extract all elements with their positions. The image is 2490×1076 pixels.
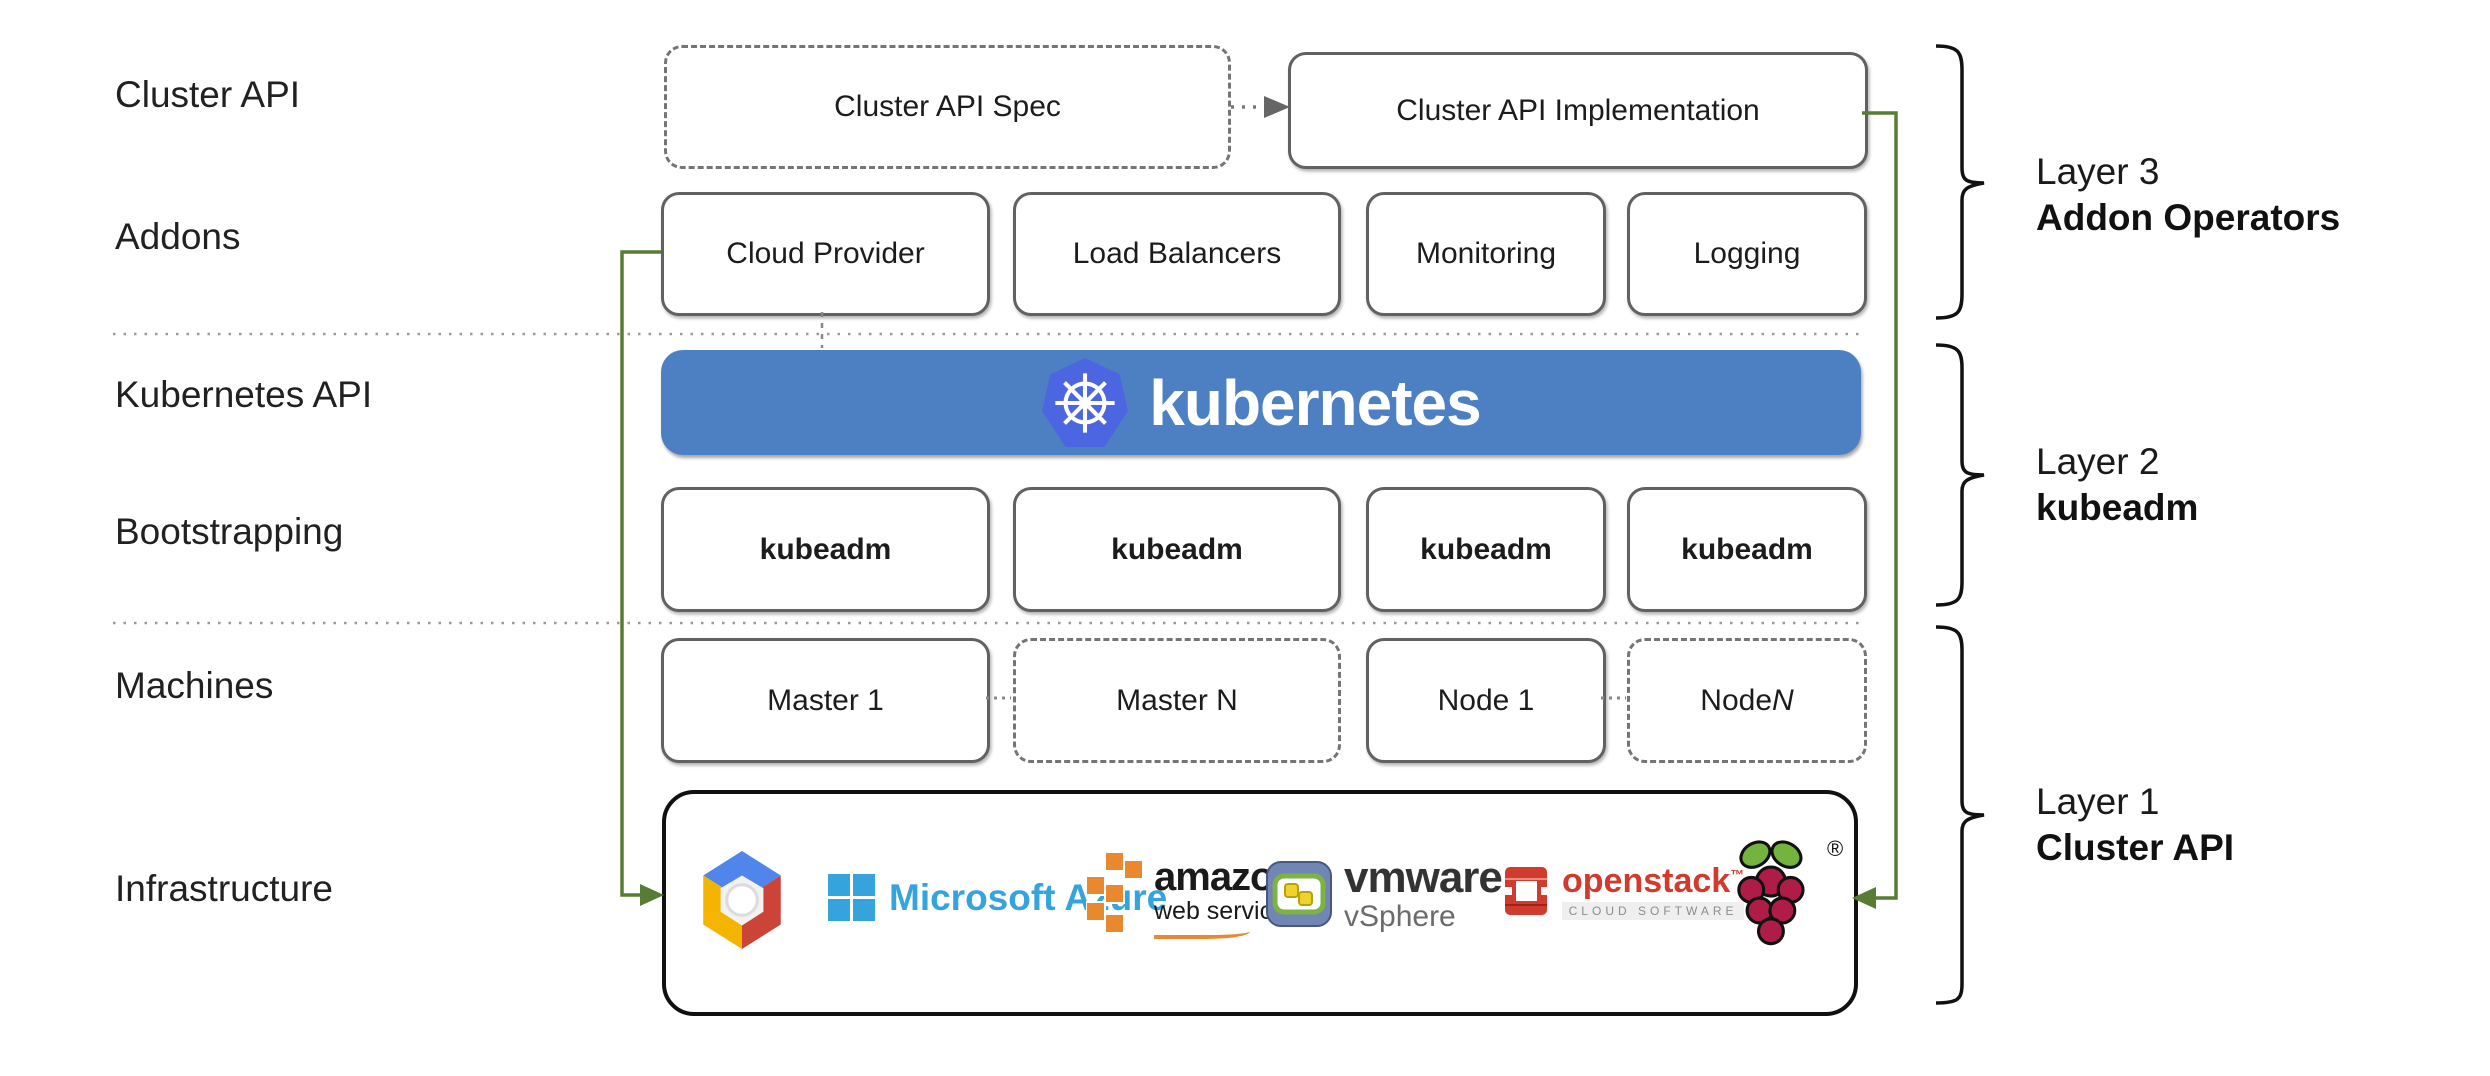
cloud-provider-label: Cloud Provider bbox=[726, 237, 925, 270]
layer2-title: Layer 2 bbox=[2036, 441, 2160, 482]
master-1-box: Master 1 bbox=[661, 638, 990, 763]
layer3-subtitle: Addon Operators bbox=[2036, 197, 2341, 238]
openstack-text: openstack bbox=[1562, 862, 1731, 900]
vmware-text: vmware bbox=[1344, 853, 1503, 902]
kubeadm-label: kubeadm bbox=[759, 532, 892, 566]
cloud-provider-box: Cloud Provider bbox=[661, 192, 990, 316]
kubernetes-logo-icon bbox=[1041, 357, 1129, 449]
cluster-api-implementation-label: Cluster API Implementation bbox=[1396, 93, 1760, 127]
raspberry-pi-logo: ® bbox=[1721, 836, 1843, 954]
layer2-subtitle: kubeadm bbox=[2036, 487, 2199, 528]
infrastructure-box: Microsoft Azure amazon web services bbox=[662, 790, 1858, 1016]
row-label-cluster-api: Cluster API bbox=[115, 74, 301, 115]
spec-to-implementation-arrowhead bbox=[1264, 96, 1290, 118]
load-balancers-label: Load Balancers bbox=[1072, 237, 1282, 270]
kubeadm-box-1: kubeadm bbox=[661, 487, 990, 612]
cluster-api-implementation-box: Cluster API Implementation bbox=[1288, 52, 1868, 169]
kubeadm-box-2: kubeadm bbox=[1013, 487, 1341, 612]
microsoft-icon bbox=[828, 874, 875, 921]
node-n-italic: N bbox=[1772, 683, 1794, 717]
node-n-box: Node N bbox=[1627, 638, 1867, 763]
node-1-box: Node 1 bbox=[1366, 638, 1606, 763]
node-1-label: Node 1 bbox=[1437, 683, 1535, 717]
layer1-bracket bbox=[1935, 625, 1985, 1005]
green-arrowhead-left bbox=[640, 884, 664, 906]
vsphere-text: vSphere bbox=[1344, 900, 1456, 933]
logging-box: Logging bbox=[1627, 192, 1867, 316]
amazon-smile-icon bbox=[1154, 925, 1250, 939]
row-label-machines: Machines bbox=[115, 665, 274, 706]
green-line-left bbox=[620, 250, 661, 897]
cluster-api-spec-box: Cluster API Spec bbox=[664, 45, 1231, 169]
layer3-bracket bbox=[1935, 44, 1985, 320]
master-1-label: Master 1 bbox=[767, 683, 884, 717]
kubeadm-box-3: kubeadm bbox=[1366, 487, 1606, 612]
row-label-addons: Addons bbox=[115, 216, 241, 257]
openstack-logo: openstack™ CLOUD SOFTWARE bbox=[1504, 862, 1745, 920]
layer2-bracket bbox=[1935, 343, 1985, 607]
layer1-subtitle: Cluster API bbox=[2036, 827, 2235, 868]
load-balancers-box: Load Balancers bbox=[1013, 192, 1341, 316]
master-n-box: Master N bbox=[1013, 638, 1341, 763]
kubeadm-box-4: kubeadm bbox=[1627, 487, 1867, 612]
kubeadm-label: kubeadm bbox=[1681, 532, 1813, 566]
row-label-bootstrapping: Bootstrapping bbox=[115, 511, 344, 552]
master-n-label: Master N bbox=[1116, 683, 1238, 717]
layer3-title: Layer 3 bbox=[2036, 151, 2160, 192]
kubeadm-label: kubeadm bbox=[1420, 532, 1552, 566]
node-n-label: Node bbox=[1700, 683, 1773, 717]
raspberry-reg-mark: ® bbox=[1827, 836, 1844, 861]
row-label-kubernetes-api: Kubernetes API bbox=[115, 374, 373, 415]
kubernetes-banner: kubernetes bbox=[661, 350, 1861, 455]
green-line-right bbox=[1862, 111, 1898, 900]
layer1-title: Layer 1 bbox=[2036, 781, 2160, 822]
monitoring-box: Monitoring bbox=[1366, 192, 1606, 316]
kubeadm-label: kubeadm bbox=[1111, 532, 1243, 566]
vmware-vsphere-logo: vmware vSphere bbox=[1266, 853, 1503, 933]
cluster-api-spec-label: Cluster API Spec bbox=[834, 90, 1061, 123]
kubernetes-wordmark: kubernetes bbox=[1149, 366, 1481, 439]
google-cloud-logo bbox=[698, 849, 786, 951]
cloud-software-text: CLOUD SOFTWARE bbox=[1562, 902, 1745, 920]
logging-label: Logging bbox=[1693, 237, 1801, 270]
row-label-infrastructure: Infrastructure bbox=[115, 868, 333, 909]
monitoring-label: Monitoring bbox=[1415, 237, 1557, 270]
openstack-tm: ™ bbox=[1730, 866, 1745, 883]
